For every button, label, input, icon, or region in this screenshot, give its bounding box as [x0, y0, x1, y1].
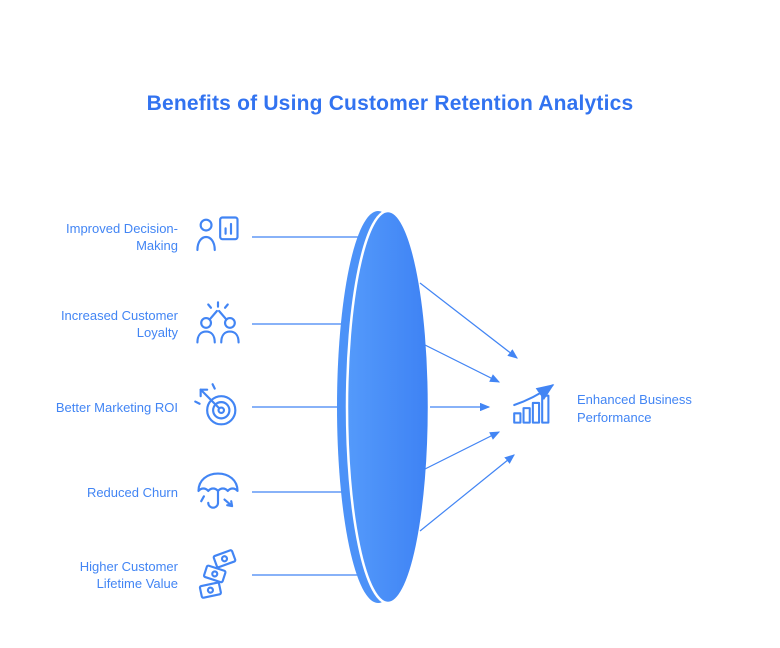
reduced-churn-umbrella-icon	[197, 472, 239, 509]
benefit-label-line: Increased Customer	[60, 308, 178, 323]
benefit-item-improved-decision-making: Improved Decision- Making	[26, 209, 246, 265]
outcome-label: Enhanced Business Performance	[577, 391, 692, 427]
benefit-label-line: Higher Customer	[79, 559, 178, 574]
arrow-line	[419, 282, 518, 359]
benefit-label-line: Lifetime Value	[96, 576, 178, 591]
marketing-roi-target-icon	[194, 383, 237, 426]
outcome-label-line: Performance	[577, 410, 652, 425]
benefit-item-increased-customer-loyalty: Increased Customer Loyalty	[26, 296, 246, 352]
benefit-label: Better Marketing ROI	[26, 399, 178, 416]
benefit-label-line: Better Marketing ROI	[55, 399, 178, 415]
benefit-label-line: Loyalty	[136, 325, 178, 340]
connector-lines	[252, 236, 368, 576]
page-title: Benefits of Using Customer Retention Ana…	[146, 92, 634, 115]
benefit-label: Improved Decision- Making	[26, 220, 178, 254]
growth-chart-icon	[513, 384, 555, 424]
benefit-label: Higher Customer Lifetime Value	[26, 558, 178, 592]
arrow-line	[424, 344, 501, 383]
benefit-label-line: Reduced Churn	[86, 484, 178, 500]
funnel-lens-shape	[337, 209, 431, 605]
customer-loyalty-icon	[196, 301, 240, 344]
converging-arrows	[419, 282, 518, 532]
benefit-label: Increased Customer Loyalty	[26, 307, 178, 341]
outcome-label-line: Enhanced Business	[577, 392, 692, 407]
benefit-item-reduced-churn: Reduced Churn	[26, 464, 246, 520]
decision-making-icon	[196, 216, 239, 252]
benefit-label-line: Improved Decision-	[66, 221, 178, 236]
lifetime-value-money-icon	[198, 549, 237, 599]
arrow-line	[419, 454, 515, 532]
benefit-label: Reduced Churn	[26, 484, 178, 501]
benefit-item-better-marketing-roi: Better Marketing ROI	[26, 379, 246, 435]
arrow-line	[424, 431, 501, 470]
benefit-item-higher-customer-lifetime-value: Higher Customer Lifetime Value	[26, 547, 246, 603]
benefit-label-line: Making	[136, 238, 178, 253]
